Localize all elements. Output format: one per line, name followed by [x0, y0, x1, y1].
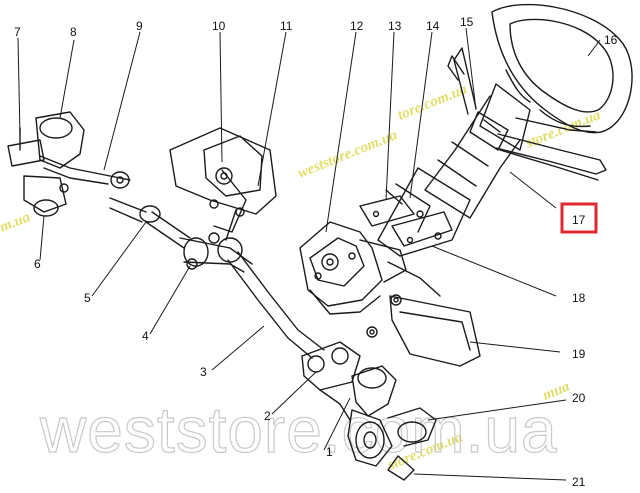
highlight-box	[560, 202, 598, 234]
callout-11: 11	[280, 19, 293, 33]
callout-16: 16	[604, 33, 618, 47]
callout-13: 13	[388, 19, 402, 33]
callout-21: 21	[572, 475, 586, 489]
callout-6: 6	[34, 257, 41, 271]
callout-19: 19	[572, 347, 586, 361]
callout-17: 17	[572, 213, 586, 227]
callout-9: 9	[136, 19, 143, 33]
callout-18: 18	[572, 291, 586, 305]
watermark-italic-top-right: store.com.ua	[523, 107, 604, 152]
watermark-big: weststore.com.ua	[39, 394, 558, 466]
line-art	[7, 3, 633, 481]
callout-12: 12	[350, 19, 364, 33]
callout-10: 10	[212, 19, 226, 33]
callout-4: 4	[142, 329, 149, 343]
steering-wheel	[491, 3, 633, 134]
callout-20: 20	[572, 391, 586, 405]
steering-gear	[299, 221, 407, 338]
leader-lines	[17, 27, 601, 481]
watermark-italic-center: weststore.com.ua	[296, 127, 401, 182]
steering-column	[424, 47, 607, 219]
callout-15: 15	[460, 15, 474, 29]
watermark-italic-left: m.ua	[0, 209, 33, 236]
callout-labels: 1 2 3 4 5 6 7 8 9 10 11 12 13 14 15 16 1…	[14, 15, 618, 489]
callout-8: 8	[70, 25, 77, 39]
callout-7: 7	[14, 25, 21, 39]
center-link	[109, 197, 325, 359]
column-bracket	[359, 167, 471, 257]
left-knuckle	[7, 111, 131, 217]
callout-1: 1	[326, 445, 333, 459]
callout-2: 2	[264, 409, 271, 423]
mounting-bracket	[387, 261, 481, 367]
callout-14: 14	[426, 19, 440, 33]
right-knuckle	[301, 341, 437, 481]
watermark-italic-top: tore.com.ua	[396, 81, 470, 123]
callout-5: 5	[84, 291, 91, 305]
callout-3: 3	[200, 365, 207, 379]
idler-arm	[169, 127, 277, 241]
